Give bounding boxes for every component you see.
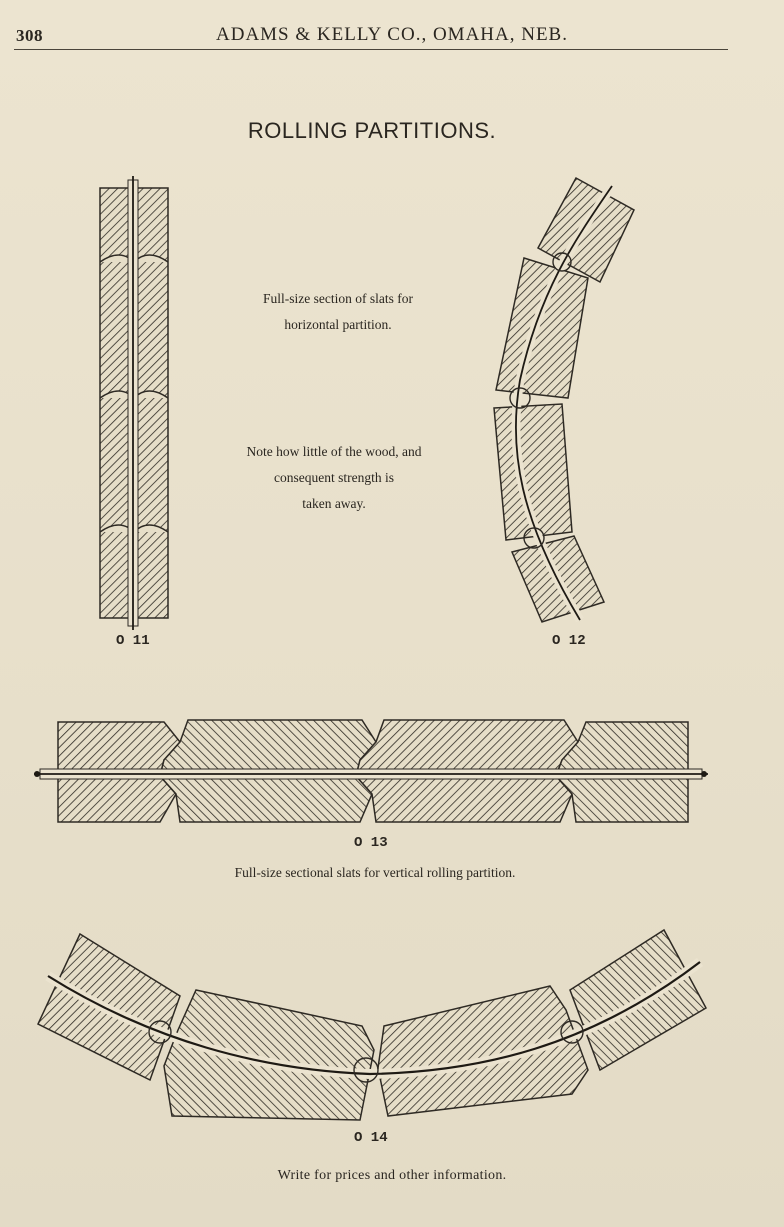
footer-note: Write for prices and other information.: [277, 1168, 507, 1183]
caption-line: taken away.: [302, 496, 366, 511]
caption-vertical: Full-size sectional slats for vertical r…: [234, 865, 516, 880]
caption-note: Note how little of the wood, and consequ…: [206, 439, 462, 517]
page-title: ROLLING PARTITIONS.: [247, 118, 497, 143]
page-number: 308: [16, 26, 43, 45]
header-rule: [14, 49, 728, 50]
figure-o13-drawing: [34, 719, 708, 823]
figure-label-o12: O 12: [552, 633, 586, 649]
figure-label-o13: O 13: [354, 835, 388, 851]
caption-horizontal: Full-size section of slats for horizonta…: [218, 286, 458, 338]
caption-line: Full-size section of slats for: [263, 291, 413, 306]
figure-o12-drawing: [493, 176, 635, 623]
caption-line: consequent strength is: [274, 470, 394, 485]
figure-label-o11: O 11: [116, 633, 150, 649]
caption-line: horizontal partition.: [284, 317, 392, 332]
running-header: ADAMS & KELLY CO., OMAHA, NEB.: [216, 24, 568, 45]
figure-label-o14: O 14: [354, 1130, 388, 1146]
figure-o11-drawing: [99, 176, 169, 630]
figure-o14-drawing: [37, 928, 708, 1121]
caption-line: Note how little of the wood, and: [246, 444, 422, 459]
